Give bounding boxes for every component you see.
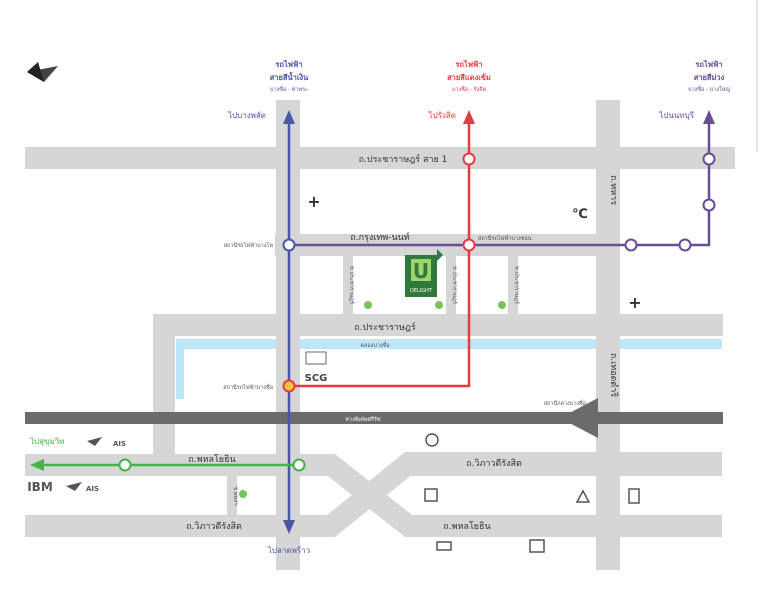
expressway — [25, 412, 723, 424]
park-icon-1 — [364, 301, 372, 309]
road-soi-2 — [446, 256, 456, 314]
ibm-logo: IBM — [27, 480, 53, 494]
park-icon-2 — [435, 301, 443, 309]
landmark-icons — [424, 433, 640, 553]
label-station-junction: สถานีกลางบางซื่อ — [544, 399, 586, 407]
scg-logo: SCG — [305, 373, 328, 384]
canal-branch — [176, 339, 184, 399]
label-pracharat: ถ.ประชาราษฎร์ — [354, 321, 416, 333]
blue-dir-bottom: ไปลาดพร้าว — [267, 546, 310, 555]
label-canal: คลองบางซื่อ — [360, 341, 389, 349]
bell-icon — [575, 489, 591, 503]
red-line — [289, 110, 475, 388]
blue-line — [283, 110, 295, 534]
label-vertical-right-mid: ถ.เทอดดำริ — [608, 353, 619, 397]
svg-text:AIS: AIS — [113, 440, 126, 448]
label-vibhavadi-2: ถ.วิภาวดีรังสิต — [186, 521, 242, 532]
ais-logo-2: AIS — [66, 482, 99, 493]
station-red-top — [462, 152, 476, 166]
road-vibhavadi-lower — [25, 515, 335, 537]
svg-text:บางซื่อ - ท่าพระ: บางซื่อ - ท่าพระ — [270, 85, 308, 93]
station-bangsue-interchange — [282, 379, 296, 393]
label-soi-3: ซ.ประชาราษฎร์ — [513, 266, 520, 304]
svg-text:รถไฟฟ้า: รถไฟฟ้า — [275, 59, 302, 69]
office-icon — [529, 539, 545, 553]
station-green-2 — [118, 458, 132, 472]
svg-text:สายสีแดงเข้ม: สายสีแดงเข้ม — [447, 73, 491, 82]
road-vertical-right-main — [596, 100, 620, 570]
expressway-arrow — [560, 398, 598, 438]
label-phahon-1: ถ.พหลโยธิน — [188, 454, 235, 465]
purple-dir-top: ไปนนทบุรี — [658, 111, 694, 120]
green-line — [30, 459, 299, 471]
scg-building-icon — [305, 351, 327, 365]
label-station-bangson: สถานีรถไฟฟ้าบางซ่อน — [478, 235, 532, 242]
label-soi-4: ซ.พหลฯ — [232, 486, 239, 505]
green-dir-left: ไปสุขุมวิท — [29, 437, 65, 446]
label-vertical-right-top: ถ.ทหาร — [608, 175, 618, 205]
building-icon — [436, 541, 452, 551]
red-dir-top: ไปรังสิต — [428, 111, 456, 120]
station-green-1 — [292, 458, 306, 472]
purple-line — [289, 110, 715, 247]
red-line-header: รถไฟฟ้า สายสีแดงเข้ม บางซื่อ - รังสิต — [447, 59, 491, 93]
hospital-icon: + — [307, 192, 320, 211]
park-icon-4 — [239, 490, 247, 498]
station-blue-purple — [282, 238, 296, 252]
ais-logo-1: AIS — [87, 437, 126, 448]
svg-text:รถไฟฟ้า: รถไฟฟ้า — [455, 59, 482, 69]
green-dot-icons — [239, 301, 506, 498]
svg-text:สายสีม่วง: สายสีม่วง — [694, 73, 725, 82]
temple-degree-icon: ℃ — [572, 207, 588, 222]
road-soi-3 — [508, 256, 518, 314]
station-purple-2 — [678, 238, 692, 252]
label-prachachuen-1: ถ.ประชาราษฎร์ สาย 1 — [359, 153, 448, 165]
project-logo: U DELIGHT — [405, 249, 443, 297]
svg-text:สายสีน้ำเงิน: สายสีน้ำเงิน — [270, 71, 309, 82]
park-icon-3 — [498, 301, 506, 309]
station-red-purple — [462, 238, 476, 252]
station-purple-4 — [702, 152, 716, 166]
label-soi-2: ซ.ประชาราษฎร์ — [451, 266, 458, 304]
label-expressway: ทางพิเศษศรีรัช — [345, 416, 380, 423]
canal — [176, 339, 722, 349]
stations — [118, 152, 716, 472]
temple-icon — [424, 488, 438, 502]
monument-icon — [628, 488, 640, 504]
blue-dir-top: ไปบางพลัด — [227, 111, 266, 120]
project-letter: U — [413, 259, 429, 283]
north-arrow-icon — [27, 62, 58, 82]
svg-text:บางซื่อ - รังสิต: บางซื่อ - รังสิต — [452, 85, 487, 93]
label-phahon-2: ถ.พหลโยธิน — [443, 521, 490, 532]
svg-text:บางซื่อ - บางใหญ่: บางซื่อ - บางใหญ่ — [688, 85, 730, 93]
road-cross-2 — [300, 452, 440, 537]
blue-line-header: รถไฟฟ้า สายสีน้ำเงิน บางซื่อ - ท่าพระ — [270, 59, 309, 93]
road-prachachuen-1 — [25, 147, 735, 169]
label-krungthep-nonthaburi: ถ.กรุงเทพ-นนท์ — [350, 231, 409, 243]
label-soi-1: ซ.ประชาราษฎร์ — [348, 266, 355, 304]
road-soi-1 — [343, 256, 353, 314]
road-phahon-lower — [405, 515, 722, 537]
road-vibhavadi-upper — [405, 452, 722, 476]
project-name: DELIGHT — [410, 288, 433, 294]
label-station-bangpho: สถานีรถไฟฟ้าบางโพ — [224, 241, 274, 249]
svg-text:รถไฟฟ้า: รถไฟฟ้า — [695, 59, 722, 69]
road-soi-4 — [227, 476, 237, 516]
station-purple-3 — [702, 198, 716, 212]
svg-text:AIS: AIS — [86, 485, 99, 493]
label-vibhavadi-1: ถ.วิภาวดีรังสิต — [466, 458, 522, 469]
hospital-icon-2: + — [628, 293, 641, 312]
label-station-bangsue: สถานีรถไฟฟ้าบางซื่อ — [223, 383, 273, 391]
road-pracharat — [153, 314, 723, 336]
shell-station-icon — [425, 433, 439, 447]
road-vertical-far-left — [153, 314, 175, 454]
station-purple-1 — [624, 238, 638, 252]
purple-line-header: รถไฟฟ้า สายสีม่วง บางซื่อ - บางใหญ่ — [688, 59, 730, 93]
